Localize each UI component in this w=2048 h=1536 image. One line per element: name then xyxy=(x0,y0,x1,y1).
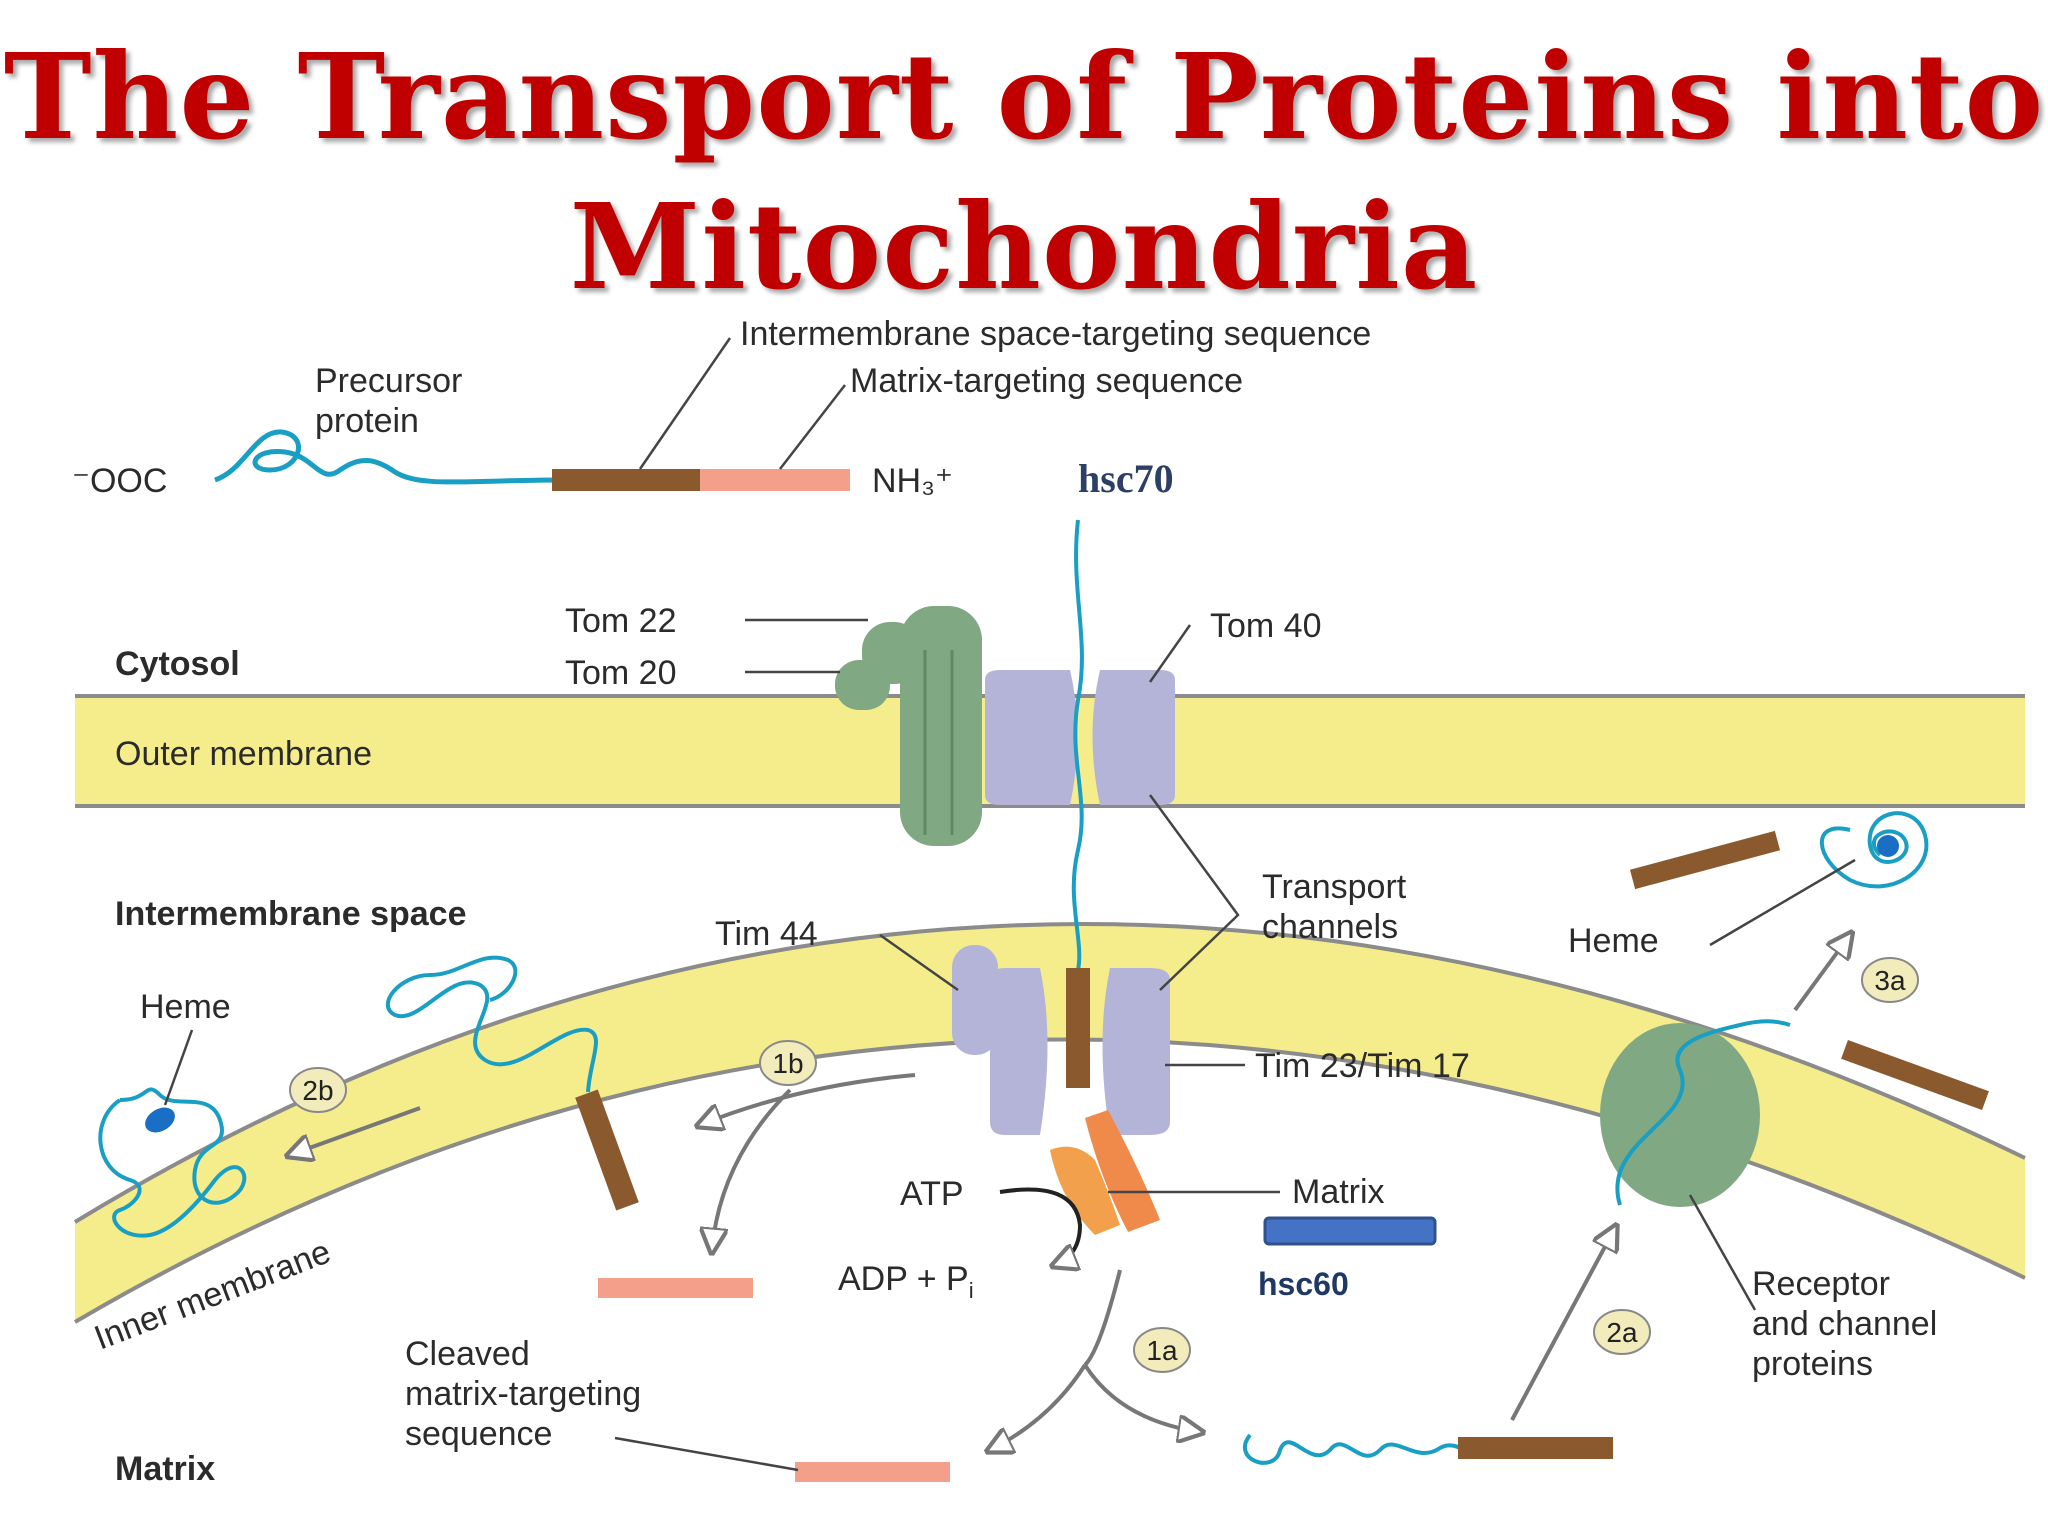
cleaved-sequence-ims xyxy=(598,1278,753,1298)
hsc60-label: hsc60 xyxy=(1258,1266,1349,1302)
pathway-2b-arrow xyxy=(290,1106,421,1155)
pathway-1b-arrow xyxy=(700,1073,916,1125)
tim44-pointer xyxy=(879,933,959,992)
step-2a-text: 2a xyxy=(1606,1317,1638,1348)
step-1a-badge: 1a xyxy=(1133,1327,1191,1373)
receptor-label-2: and channel xyxy=(1752,1305,1937,1343)
adp-subscript: i xyxy=(969,1278,974,1303)
transport-channels-pointer xyxy=(1148,794,1240,991)
title-line-1: The Transport of Proteins into xyxy=(3,27,2045,166)
nh3-terminus-label: NH₃⁺ xyxy=(872,462,953,500)
matrix-targeting-pointer xyxy=(779,384,846,470)
ims-protein-chain xyxy=(386,955,598,1093)
mature-protein-chain xyxy=(1242,1433,1462,1465)
heme-left-label: Heme xyxy=(140,988,231,1026)
adp-label: ADP + Pi xyxy=(838,1260,974,1303)
ims-targeting-label: Intermembrane space-targeting sequence xyxy=(740,315,1371,353)
precursor-label-2: protein xyxy=(315,402,419,440)
transport-channels-label-2: channels xyxy=(1262,908,1398,946)
cleaved-sequence-matrix xyxy=(795,1462,950,1482)
translocating-ims-segment xyxy=(1066,968,1090,1088)
tom20-label: Tom 20 xyxy=(565,654,677,692)
tim23-tim17-label: Tim 23/Tim 17 xyxy=(1255,1047,1470,1085)
precursor-protein xyxy=(214,337,850,491)
step-2b-text: 2b xyxy=(302,1075,333,1106)
page-title: The Transport of Proteins into Mitochond… xyxy=(0,22,2048,322)
tim44-label: Tim 44 xyxy=(715,915,818,953)
cleaved-label-1: Cleaved xyxy=(405,1335,530,1373)
folded-heme-protein-left xyxy=(98,1087,247,1238)
heme-right-label: Heme xyxy=(1568,922,1659,960)
cleaved-label-2: matrix-targeting xyxy=(405,1375,641,1413)
pathway-3a-arrow xyxy=(1793,935,1850,1012)
translocating-chain xyxy=(1071,519,1084,971)
heme-right-pointer xyxy=(1709,858,1856,947)
receptor-pointer xyxy=(1688,1194,1757,1311)
matrix-region-label: Matrix xyxy=(115,1450,215,1488)
pathway-1a-arrow-right xyxy=(1083,1363,1200,1432)
step-1a-text: 1a xyxy=(1146,1335,1178,1366)
inserting-chain xyxy=(1615,1019,1791,1206)
tom40-channel xyxy=(985,670,1175,805)
matrix-label: Matrix xyxy=(1292,1173,1385,1211)
tim23-tim17-channel xyxy=(952,945,1170,1135)
pathway-1a-stem xyxy=(1083,1269,1122,1367)
ims-targeting-pointer xyxy=(638,337,732,470)
hsc60-bar xyxy=(1263,1216,1437,1246)
step-2b-badge: 2b xyxy=(289,1067,347,1113)
pathway-1a-arrow-left xyxy=(990,1363,1087,1450)
folded-heme-protein-right xyxy=(1819,811,1929,889)
tom22-label: Tom 22 xyxy=(565,602,677,640)
intermembrane-space-label: Intermembrane space xyxy=(115,895,467,933)
ims-targeting-segment xyxy=(552,469,702,491)
matrix-targeting-segment xyxy=(700,469,850,491)
precursor-chain xyxy=(214,429,561,485)
title-line-2: Mitochondria xyxy=(569,177,1479,316)
mature-ims-segment xyxy=(1458,1437,1613,1459)
cytosolic-brown-segment xyxy=(1629,830,1781,890)
cytosol-label: Cytosol xyxy=(115,645,240,683)
step-2a-badge: 2a xyxy=(1593,1309,1651,1355)
hsc70-label: hsc70 xyxy=(1078,456,1174,501)
atp-label: ATP xyxy=(900,1175,964,1213)
pathway-1b-branch xyxy=(712,1088,792,1250)
transport-channels-label-1: Transport xyxy=(1262,868,1407,906)
tom40-label: Tom 40 xyxy=(1210,607,1322,645)
tom40-pointer xyxy=(1148,624,1192,683)
step-3a-text: 3a xyxy=(1874,965,1906,996)
matrix-targeting-label: Matrix-targeting sequence xyxy=(850,362,1243,400)
heme-left-pointer xyxy=(163,1029,194,1106)
receptor-label-1: Receptor xyxy=(1752,1265,1890,1303)
inner-membrane-anchor-segment xyxy=(575,1089,639,1211)
released-ims-segment xyxy=(1841,1039,1989,1111)
cooh-terminus-label: ⁻OOC xyxy=(72,462,167,500)
precursor-label-1: Precursor xyxy=(315,362,462,400)
adp-text: ADP + P xyxy=(838,1260,969,1298)
outer-membrane-label: Outer membrane xyxy=(115,735,372,773)
step-1b-badge: 1b xyxy=(759,1040,817,1086)
step-1b-text: 1b xyxy=(772,1048,803,1079)
tom20-tom22-receptor xyxy=(835,606,982,846)
cleaved-sequence-pointer xyxy=(614,1436,799,1472)
receptor-label-3: proteins xyxy=(1752,1345,1873,1383)
oxa1-receptor-channel xyxy=(1600,1023,1760,1207)
matrix-chaperone xyxy=(1050,1110,1160,1235)
pathway-2a-arrow xyxy=(1510,1228,1615,1421)
step-3a-badge: 3a xyxy=(1861,957,1919,1003)
atp-hydrolysis-arrow xyxy=(999,1187,1083,1265)
cleaved-label-3: sequence xyxy=(405,1415,552,1453)
